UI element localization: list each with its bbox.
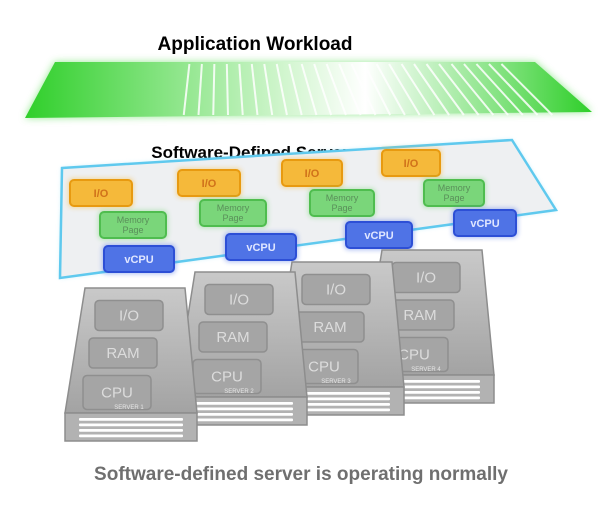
server-cpu-label-1: CPU <box>101 385 133 402</box>
svg-text:Page: Page <box>222 213 243 223</box>
server-io-label-4: I/O <box>416 270 436 287</box>
sds-io-label-4: I/O <box>404 158 419 170</box>
sds-io-block-2: I/O <box>176 168 242 198</box>
sds-mem-label-1: Memory <box>117 215 150 225</box>
sds-mem-label-3: Memory <box>326 193 359 203</box>
sds-layer: Software-Defined Server I/OMemoryPagevCP… <box>58 138 559 280</box>
sds-mem-label-4: Memory <box>438 183 471 193</box>
server-3: I/O RAM CPU SERVER 3 <box>271 261 405 416</box>
server-name-2: SERVER 2 <box>224 389 254 395</box>
server-cpu-label-3: CPU <box>308 359 340 376</box>
server-name-1: SERVER 1 <box>114 405 144 411</box>
sds-io-label-3: I/O <box>305 168 320 180</box>
server-io-label-2: I/O <box>229 292 249 309</box>
workload-layer: Application Workload <box>25 34 592 118</box>
server-cpu-label-2: CPU <box>211 369 243 386</box>
sds-vcpu-block-1: vCPU <box>102 244 176 274</box>
svg-text:Page: Page <box>122 225 143 235</box>
svg-text:Page: Page <box>443 193 464 203</box>
workload-title: Application Workload <box>158 34 353 55</box>
server-ram-label-2: RAM <box>216 329 249 346</box>
sds-vcpu-block-2: vCPU <box>224 232 298 262</box>
server-2: I/O RAM CPU SERVER 2 <box>174 271 308 426</box>
sds-io-block-1: I/O <box>68 178 134 208</box>
sds-io-block-3: I/O <box>280 158 344 188</box>
sds-io-label-1: I/O <box>94 188 109 200</box>
sds-vcpu-block-4: vCPU <box>452 208 518 238</box>
server-1: I/O RAM CPU SERVER 1 <box>64 287 198 442</box>
status-caption: Software-defined server is operating nor… <box>94 464 508 485</box>
sds-io-block-4: I/O <box>380 148 442 178</box>
server-rack: I/O RAM CPU SERVER 4 I/O RAM CPU SERVER 3 I/O RAM… <box>64 249 495 442</box>
server-name-4: SERVER 4 <box>411 367 441 373</box>
sds-vcpu-label-1: vCPU <box>124 254 153 266</box>
sds-mem-label-2: Memory <box>217 203 250 213</box>
server-name-3: SERVER 3 <box>321 379 351 385</box>
sds-io-label-2: I/O <box>202 178 217 190</box>
sds-vcpu-block-3: vCPU <box>344 220 414 250</box>
server-io-label-1: I/O <box>119 308 139 325</box>
sds-vcpu-label-4: vCPU <box>470 218 499 230</box>
sds-vcpu-label-2: vCPU <box>246 242 275 254</box>
server-cpu-label-4: CPU <box>398 347 430 364</box>
server-io-label-3: I/O <box>326 282 346 299</box>
svg-text:Page: Page <box>331 203 352 213</box>
server-ram-label-4: RAM <box>403 307 436 324</box>
server-ram-label-3: RAM <box>313 319 346 336</box>
server-ram-label-1: RAM <box>106 345 139 362</box>
sds-vcpu-label-3: vCPU <box>364 230 393 242</box>
